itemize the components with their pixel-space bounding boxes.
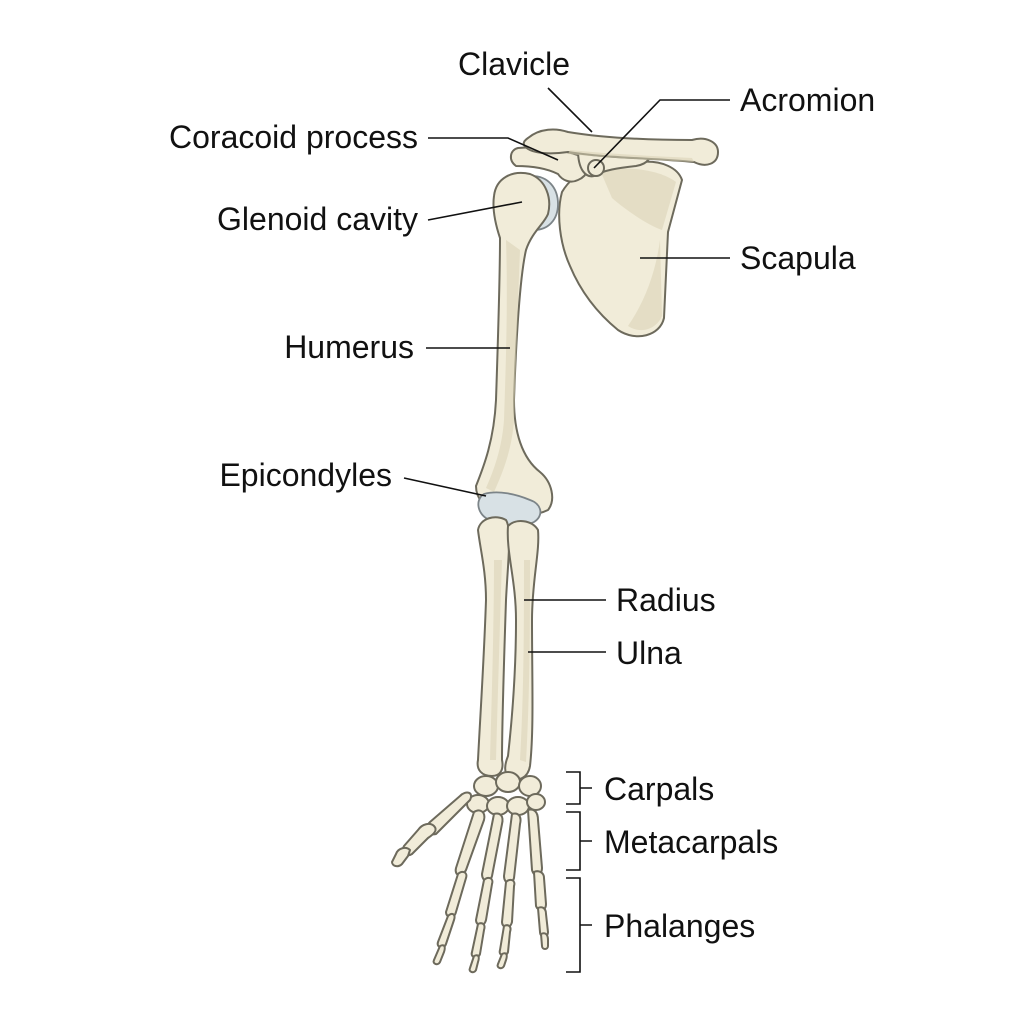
humerus-bone xyxy=(475,172,554,516)
leader-acromion xyxy=(593,99,730,169)
bracket-metacarpals xyxy=(566,811,592,871)
label-carpals: Carpals xyxy=(604,771,714,807)
label-radius: Radius xyxy=(616,582,716,618)
label-phalanges: Phalanges xyxy=(604,908,755,944)
label-scapula: Scapula xyxy=(740,240,856,276)
label-ulna: Ulna xyxy=(616,635,682,671)
leader-clavicle xyxy=(547,87,593,133)
label-glenoid: Glenoid cavity xyxy=(217,201,418,237)
leader-epicondyles xyxy=(403,477,487,497)
label-acromion: Acromion xyxy=(740,82,875,118)
label-coracoid: Coracoid process xyxy=(169,119,418,155)
label-metacarpals: Metacarpals xyxy=(604,824,778,860)
ulna-bone xyxy=(476,516,511,777)
leader-coracoid xyxy=(428,137,559,161)
bracket-carpals xyxy=(566,771,592,805)
label-clavicle: Clavicle xyxy=(458,46,570,82)
scapula-bone xyxy=(558,160,683,338)
label-humerus: Humerus xyxy=(284,329,414,365)
hand-bones xyxy=(391,791,549,974)
bracket-phalanges xyxy=(566,877,592,973)
clavicle-bone xyxy=(522,128,719,166)
carpals-bones xyxy=(466,771,546,816)
radius-bone xyxy=(504,520,540,781)
label-epicondyles: Epicondyles xyxy=(219,457,392,493)
leader-glenoid xyxy=(427,201,523,221)
